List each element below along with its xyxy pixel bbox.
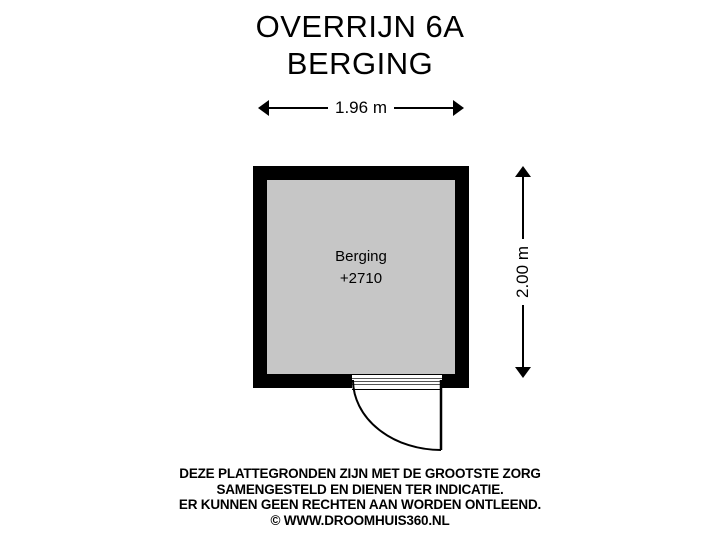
- title-address: OVERRIJN 6A: [255, 9, 465, 44]
- door-opening: [352, 374, 442, 390]
- floorplan-drawing: Berging +2710: [253, 166, 469, 388]
- footer-line-1: DEZE PLATTEGRONDEN ZIJN MET DE GROOTSTE …: [179, 466, 541, 481]
- title-room-type: BERGING: [286, 46, 434, 81]
- footer-disclaimer: DEZE PLATTEGRONDEN ZIJN MET DE GROOTSTE …: [0, 466, 720, 528]
- dimension-height-label: 2.00 m: [510, 239, 536, 305]
- footer-copyright: © WWW.DROOMHUIS360.NL: [270, 512, 450, 528]
- door-swing-icon: [352, 380, 443, 451]
- page-title: OVERRIJN 6A BERGING: [0, 8, 720, 82]
- dimension-width: 1.96 m: [258, 95, 464, 121]
- arrow-down-icon: [515, 367, 531, 378]
- arrow-right-icon: [453, 100, 464, 116]
- footer-line-3: ER KUNNEN GEEN RECHTEN AAN WORDEN ONTLEE…: [178, 497, 542, 512]
- room-label: Berging +2710: [267, 246, 455, 290]
- room-name: Berging: [335, 248, 387, 265]
- arrow-left-icon: [258, 100, 269, 116]
- dimension-width-label: 1.96 m: [328, 95, 394, 121]
- room-level: +2710: [339, 270, 383, 287]
- room-interior: [267, 180, 455, 374]
- dimension-height: 2.00 m: [508, 166, 538, 378]
- arrow-up-icon: [515, 166, 531, 177]
- footer-line-2: SAMENGESTELD EN DIENEN TER INDICATIE.: [216, 481, 504, 497]
